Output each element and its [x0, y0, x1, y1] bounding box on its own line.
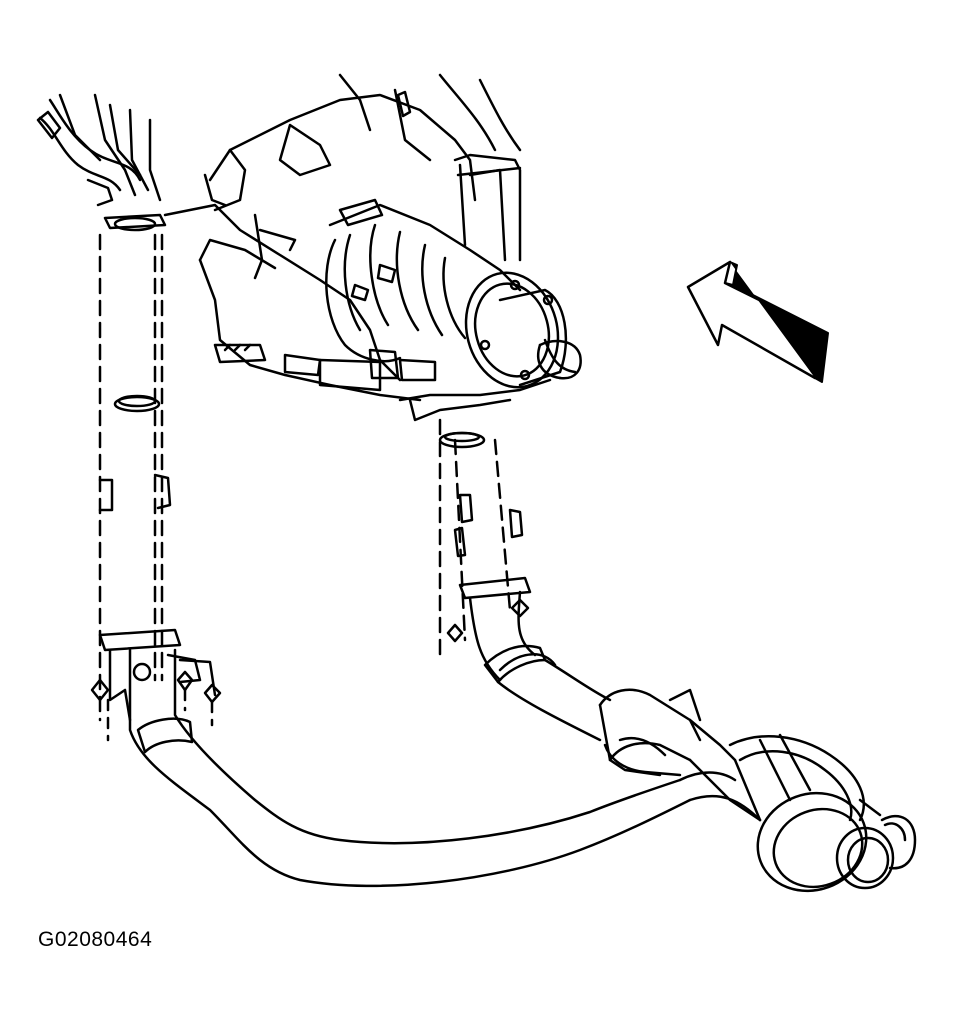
- right-exhaust-pipe: [438, 418, 612, 742]
- wiring-harness: [36, 93, 162, 207]
- figure-id-label: G02080464: [38, 928, 153, 951]
- left-exhaust-pipe: [90, 213, 692, 888]
- catalytic-converter: [598, 688, 917, 893]
- crossover-pipe-outline: [678, 771, 762, 822]
- exhaust-hanger-bracket: [453, 153, 522, 262]
- front-direction-arrow-icon: [686, 260, 829, 383]
- transmission-assembly: [163, 73, 582, 422]
